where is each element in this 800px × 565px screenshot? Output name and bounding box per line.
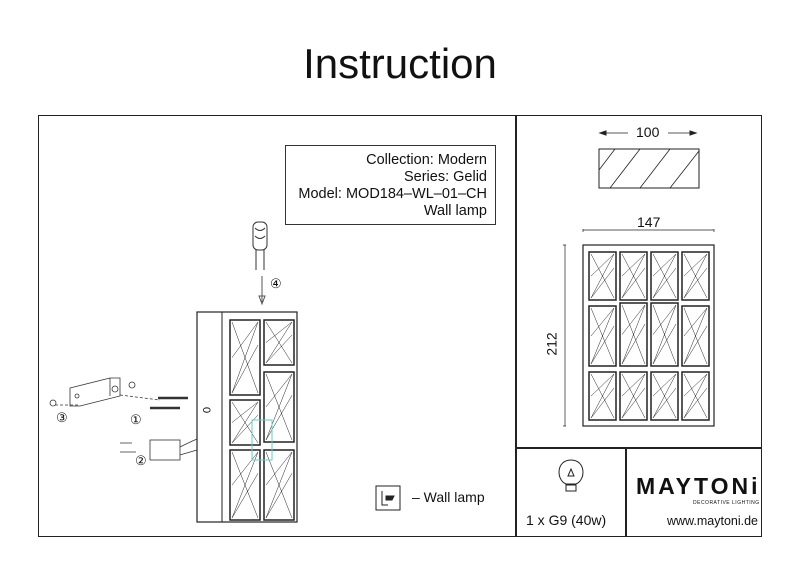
page-title: Instruction [303, 40, 497, 87]
top-view-drawing [598, 130, 700, 189]
crystal-facets [231, 401, 259, 444]
step-2-marker: ② [135, 453, 147, 468]
crystal-panel [681, 251, 710, 301]
crystal-facets [652, 304, 677, 365]
crystal-panel [619, 371, 648, 421]
depth-dimension: 100 [636, 124, 660, 140]
crystal-facets [621, 304, 646, 365]
crystal-panel [588, 251, 617, 301]
crystal-facets [265, 321, 293, 364]
series-label: Series: Gelid [403, 169, 487, 185]
step-3-marker: ③ [56, 410, 68, 425]
width-dimension: 147 [637, 214, 661, 230]
collection-label: Collection: Modern [366, 152, 487, 168]
crystal-facets [590, 253, 615, 299]
website-link[interactable]: www.maytoni.de [667, 514, 759, 528]
legend-label: – Wall lamp [412, 489, 485, 505]
maytoni-logo: MAYTONi [636, 473, 761, 499]
terminal-block-drawing [120, 438, 198, 461]
brand-tagline: DECORATIVE LIGHTING [693, 500, 760, 506]
crystal-facets [231, 321, 259, 394]
crystal-facets [621, 253, 646, 299]
front-view-drawing [563, 229, 715, 427]
crystal-panel [681, 305, 710, 367]
product-info-box: Collection: Modern Series: Gelid Model: … [285, 145, 496, 225]
crystal-panel [263, 371, 295, 443]
crystal-facets [683, 307, 708, 365]
crystal-panel [650, 251, 679, 301]
bulb-spec: 1 x G9 (40w) [526, 512, 607, 528]
crystal-facets [231, 451, 259, 519]
crystal-facets [652, 373, 677, 419]
crystal-facets [621, 373, 646, 419]
lamp-side-drawing [196, 311, 298, 523]
mounting-bracket-drawing [49, 377, 188, 410]
wall-lamp-icon [375, 485, 401, 511]
crystal-panel [650, 371, 679, 421]
crystal-panel [650, 302, 679, 367]
crystal-facets [265, 451, 293, 519]
divider [515, 115, 517, 537]
crystal-facets [683, 253, 708, 299]
divider [625, 447, 627, 537]
crystal-panel [619, 302, 648, 367]
step-1-marker: ① [130, 412, 142, 427]
g9-bulb-drawing [252, 221, 268, 270]
crystal-facets [265, 373, 293, 441]
height-dimension: 212 [543, 332, 560, 356]
crystal-panel [681, 371, 710, 421]
step-4-marker: ④ [270, 276, 282, 291]
crystal-panel [229, 399, 261, 446]
crystal-facets [683, 373, 708, 419]
crystal-panel [229, 449, 261, 521]
crystal-facets [652, 253, 677, 299]
crystal-facets [590, 373, 615, 419]
crystal-panel [263, 449, 295, 521]
type-label: Wall lamp [423, 203, 487, 219]
crystal-panel [588, 371, 617, 421]
crystal-panel [588, 305, 617, 367]
crystal-panel [619, 251, 648, 301]
divider [515, 447, 762, 449]
instruction-frame [38, 115, 762, 537]
light-bulb-icon [558, 459, 584, 492]
crystal-panel [263, 319, 295, 366]
crystal-panel [229, 319, 261, 396]
switch-mark: 0 [200, 406, 213, 414]
model-label: Model: MOD184–WL–01–CH [298, 186, 487, 202]
crystal-facets [590, 307, 615, 365]
